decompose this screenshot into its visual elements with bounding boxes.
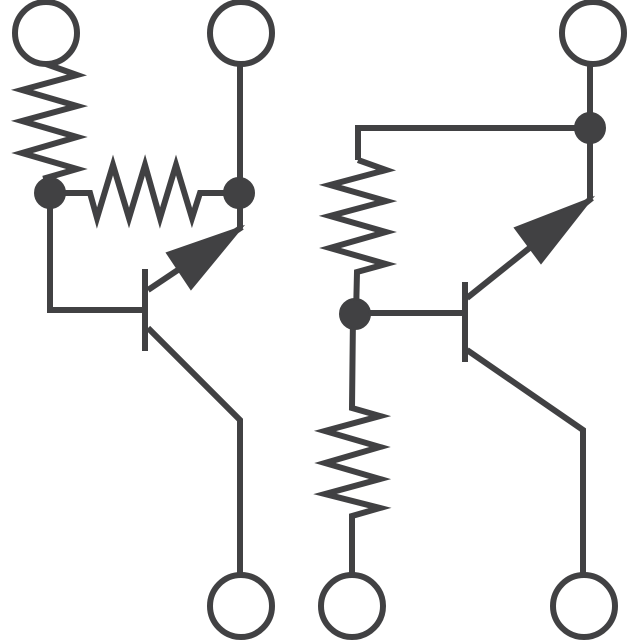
left-base-wire [47, 193, 145, 313]
terminal-circle [550, 572, 618, 640]
junction-node [574, 112, 606, 144]
left-vertical-resistor [10, 61, 89, 194]
left-horizontal-resistor [50, 154, 238, 229]
left-collector-wire [145, 325, 243, 575]
right-collector-wire [465, 347, 586, 575]
terminal-circle [318, 572, 386, 640]
right-upper-resistor [318, 157, 398, 316]
terminal-circle [207, 572, 275, 640]
left-emitter-arrow [165, 224, 246, 291]
junction-nodes [34, 112, 606, 330]
junction-node [34, 177, 66, 209]
terminal-circle [12, 0, 80, 67]
junction-node [223, 177, 255, 209]
terminals [12, 0, 627, 640]
terminal-circle [207, 0, 275, 67]
right-lower-resistor [313, 314, 392, 575]
terminal-circle [559, 0, 627, 67]
junction-node [339, 298, 371, 330]
right-emitter-arrow [513, 195, 596, 265]
right-feedback-wire [355, 125, 590, 160]
wires [10, 61, 596, 575]
